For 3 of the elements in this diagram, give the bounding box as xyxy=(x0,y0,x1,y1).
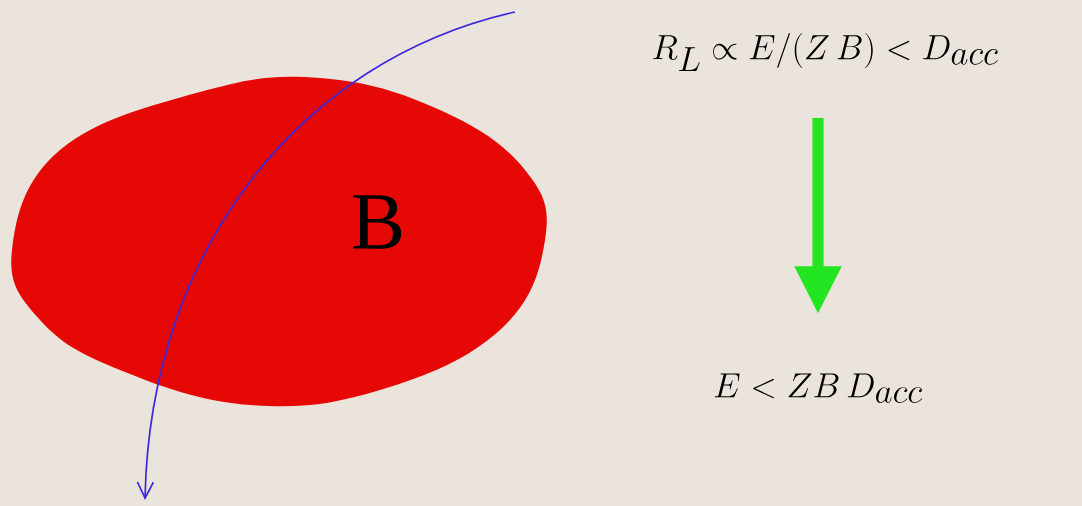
formula: $E < ZB\,D_{acc}$ xyxy=(714,373,922,403)
region-blob: B xyxy=(11,76,547,407)
formula: $R_L \propto E/(Z\,B) < D_{acc}$ xyxy=(653,32,998,71)
